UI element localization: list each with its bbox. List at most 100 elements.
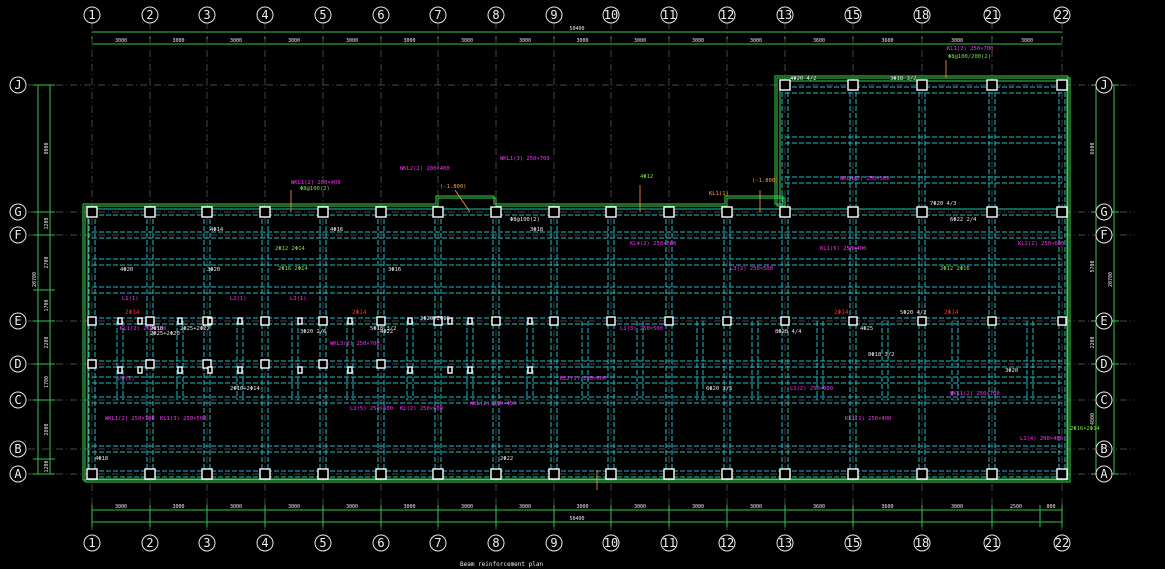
row-axis-bubble: A	[9, 465, 27, 483]
span-dimension: 1200	[44, 460, 50, 472]
column-square	[779, 79, 791, 91]
span-dimension: 8000	[44, 142, 50, 154]
span-dimension: 3600	[813, 38, 825, 44]
column-axis-bubble: 1	[83, 534, 101, 552]
column-axis-bubble: 7	[429, 534, 447, 552]
svg-text:11: 11	[662, 8, 676, 22]
column-square	[317, 468, 329, 480]
column-axis-bubble: 13	[776, 6, 794, 24]
svg-text:2: 2	[146, 536, 153, 550]
span-dimension: 3000	[115, 38, 127, 44]
row-axis-bubble: J	[9, 76, 27, 94]
column-axis-bubble: 3	[198, 6, 216, 24]
column-axis-bubble: 15	[844, 534, 862, 552]
span-dimension: 3000	[461, 38, 473, 44]
span-dimension: 3600	[881, 38, 893, 44]
span-dimension: 5700	[1090, 260, 1096, 272]
svg-text:7: 7	[434, 536, 441, 550]
beam-label-magenta: KL1(2) 250×500	[120, 326, 166, 332]
beam-label-green: Φ8@100/200(2)	[948, 54, 991, 60]
total-dimension: 20700	[32, 272, 38, 287]
column-square	[847, 79, 859, 91]
beam-label-magenta: KL1(6) 250×400	[820, 246, 866, 252]
beam-label-white: 6Φ22 2/4	[950, 217, 977, 223]
svg-text:F: F	[14, 228, 21, 242]
svg-text:11: 11	[662, 536, 676, 550]
column-axis-bubble: 1	[83, 6, 101, 24]
column-axis-bubble: 18	[913, 6, 931, 24]
beam-label-white: 8Φ18 3/2	[868, 352, 895, 358]
column-axis-bubble: 4	[256, 6, 274, 24]
span-dimension: 1700	[44, 299, 50, 311]
beam-label-magenta: KL1(2) 250×700	[947, 46, 993, 52]
column-axis-bubble: 3	[198, 534, 216, 552]
column-square	[722, 316, 732, 326]
column-square	[260, 359, 270, 369]
column-square	[202, 359, 212, 369]
column-axis-bubble: 11	[660, 6, 678, 24]
beam-label-magenta: L4(1)	[118, 376, 135, 382]
beam-label-magenta: L1(3) 250×500	[620, 326, 663, 332]
svg-text:1: 1	[88, 8, 95, 22]
row-axis-bubble: D	[9, 355, 27, 373]
beam-label-white: 2Φ20+2Φ16	[420, 316, 450, 322]
beam-label-green: Φ8@100(2)	[300, 186, 330, 192]
column-square	[177, 317, 183, 325]
column-square	[347, 366, 353, 374]
column-square	[916, 468, 928, 480]
beam-label-magenta: WKL(2) 200×450	[470, 401, 516, 407]
column-square	[260, 316, 270, 326]
svg-text:7: 7	[434, 8, 441, 22]
column-square	[144, 206, 156, 218]
column-square	[847, 206, 859, 218]
row-axis-bubble: B	[9, 440, 27, 458]
beam-label-white: 2Φ25+2Φ22	[180, 326, 210, 332]
column-square	[848, 316, 858, 326]
column-square	[297, 317, 303, 325]
beam-label-white: 8Φ20 4/4	[775, 329, 802, 335]
svg-text:5: 5	[319, 8, 326, 22]
beam-label-white: 2Φ22	[500, 456, 513, 462]
span-dimension: 2500	[1010, 504, 1022, 510]
span-dimension: 1200	[44, 217, 50, 229]
total-dimension: 20700	[1108, 272, 1114, 287]
span-dimension: 3000	[230, 38, 242, 44]
column-axis-bubble: 10	[602, 534, 620, 552]
span-dimension: 3000	[951, 504, 963, 510]
span-dimension: 3000	[288, 504, 300, 510]
column-axis-bubble: 10	[602, 6, 620, 24]
column-square	[1056, 79, 1068, 91]
column-square	[447, 366, 453, 374]
row-axis-bubble: E	[1095, 312, 1113, 330]
svg-text:G: G	[14, 205, 21, 219]
column-square	[376, 316, 386, 326]
beam-label-magenta: KL1(3) 250×500	[160, 416, 206, 422]
svg-text:2: 2	[146, 8, 153, 22]
beam-label-orange: (-1.800)	[752, 178, 779, 184]
svg-text:15: 15	[846, 8, 860, 22]
span-dimension: 3000	[403, 38, 415, 44]
beam-label-magenta: L1(4) 200×400	[1020, 436, 1063, 442]
span-dimension: 3000	[519, 504, 531, 510]
beam-label-magenta: WKL4(2) 250×500	[840, 176, 890, 182]
svg-text:22: 22	[1055, 8, 1069, 22]
beam-label-white: 4Φ20 4/2	[790, 76, 817, 82]
column-square	[137, 366, 143, 374]
column-square	[318, 359, 328, 369]
beam-label-white: 3Φ18 3/2	[890, 76, 917, 82]
column-axis-bubble: 12	[718, 6, 736, 24]
svg-text:1: 1	[88, 536, 95, 550]
column-square	[605, 468, 617, 480]
column-square	[447, 317, 453, 325]
svg-text:10: 10	[604, 536, 618, 550]
total-dimension: 50400	[569, 26, 584, 32]
column-square	[663, 206, 675, 218]
row-axis-bubble: D	[1095, 355, 1113, 373]
column-square	[1057, 316, 1067, 326]
column-square	[549, 316, 559, 326]
upper-block-outline	[779, 80, 1068, 210]
beam-label-white: 2Φ18	[150, 326, 163, 332]
svg-text:J: J	[14, 78, 21, 92]
column-square	[986, 79, 998, 91]
column-square	[87, 359, 97, 369]
